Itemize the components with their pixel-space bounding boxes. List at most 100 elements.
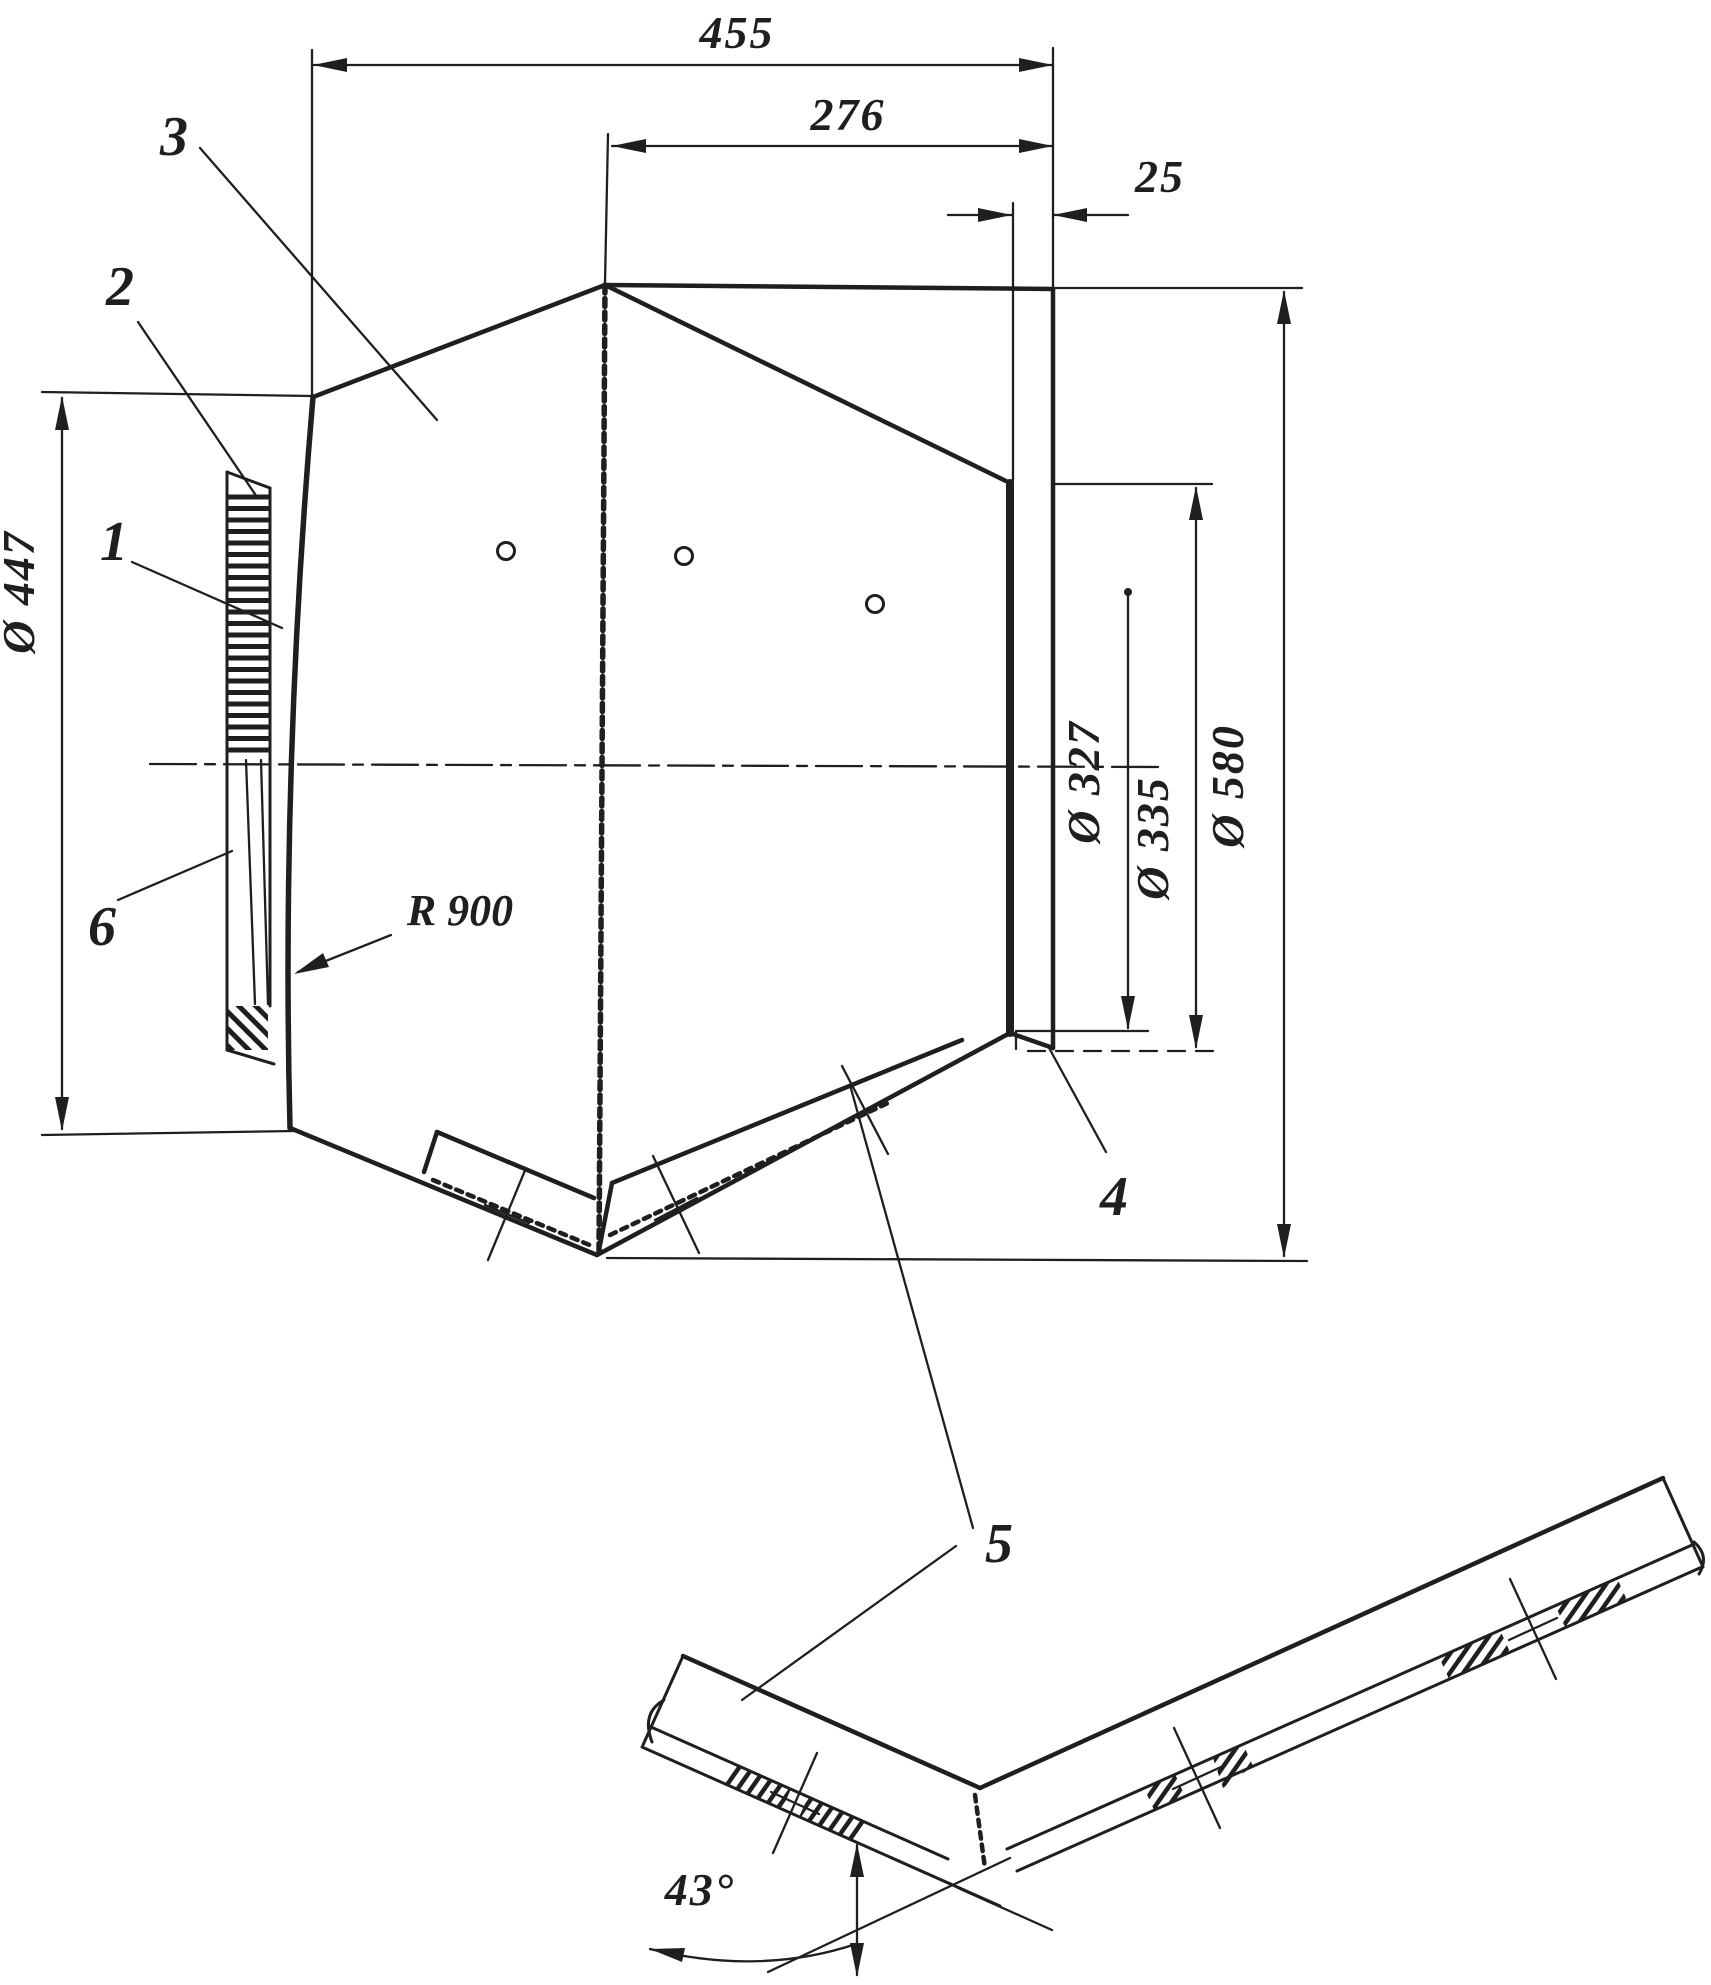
arrow-down-icon: [1121, 996, 1135, 1030]
left-bracket-top-edge: [434, 1129, 597, 1201]
detail-right-hatch-a2: [1213, 1744, 1253, 1788]
strip-thread-hatch: [228, 492, 269, 756]
callout4-leader: [1046, 1044, 1108, 1154]
rim-top-edge: [602, 282, 1056, 292]
detail-right-hatch-b2: [1555, 1578, 1627, 1627]
callout5-leader-down: [740, 1544, 958, 1702]
arrow-left-icon: [650, 1948, 685, 1962]
strip-top-cap: [225, 470, 272, 490]
callout-4: 4: [1099, 1166, 1128, 1228]
left-clamp-bracket: [421, 1129, 597, 1262]
arrow-up-icon: [1277, 290, 1291, 324]
arrow-left-icon: [612, 139, 646, 153]
strip-bottom-hatch-block: [227, 1006, 268, 1050]
callouts: 3 2 1 6 4 5: [88, 106, 1128, 1702]
rim-hole-1: [496, 541, 516, 561]
dim-276: 276: [603, 89, 1055, 285]
detail-right-bottom-edge: [1015, 1565, 1704, 1873]
detail-right-top-edge: [977, 1475, 1666, 1791]
strip-inner-line-b: [259, 758, 270, 1006]
r900-text: R 900: [406, 886, 513, 935]
arrow-left-icon: [294, 953, 329, 974]
detail-left-bolt-short: [769, 1790, 821, 1816]
detail-right-hatch-a1: [1144, 1774, 1185, 1810]
dim-447: Ø 447: [0, 390, 315, 1137]
detail-right-end-curl: [1692, 1540, 1705, 1576]
dim-25: 25: [946, 151, 1185, 483]
dim-335: Ø 335: [1026, 482, 1224, 1053]
arrow-down-icon: [1277, 1224, 1291, 1258]
strip-inner-line-a: [244, 758, 257, 1006]
right-bolt2-centerline-short: [842, 1097, 888, 1123]
rim-left-edge-r900-curve: [285, 394, 316, 1131]
right-bracket-top-edge: [609, 1037, 965, 1186]
dim-327: Ø 327: [1014, 588, 1150, 1051]
detail-left-hatch-a: [725, 1764, 791, 1809]
horizontal-centerline: [148, 762, 1164, 769]
right-bracket-weld-stitch: [607, 1099, 893, 1238]
dim447-bottom-ref: [40, 1129, 297, 1137]
bracket-detail-view: [640, 1475, 1705, 1908]
detail-left-end-curl: [647, 1698, 666, 1744]
arrow-right-icon: [1019, 139, 1053, 153]
rim-center-weld-seam: [596, 282, 608, 1256]
arrow-right-icon: [978, 208, 1012, 222]
dim447-top-ref: [40, 390, 315, 398]
dim276-left-ext: [603, 132, 610, 285]
detail-right-end-cap: [1661, 1476, 1705, 1569]
arrow-down-icon: [850, 1943, 864, 1977]
rim-top-right-cone-edge: [602, 282, 1013, 486]
dim-angle-43: 43°: [648, 1843, 1054, 1977]
detail-right-bolt2-short: [1507, 1616, 1559, 1642]
rim-bottom-right-corner: [1007, 1030, 1056, 1051]
callout-5: 5: [985, 1513, 1013, 1575]
left-bead-strip: [225, 470, 276, 1066]
rim-top-left-edge: [310, 282, 608, 400]
arrow-up-icon: [850, 1843, 864, 1877]
detail-left-top-edge: [680, 1653, 983, 1791]
dim25-text: 25: [1134, 151, 1185, 202]
dim335-text: Ø 335: [1127, 776, 1178, 901]
left-bracket-end-cap: [421, 1129, 440, 1175]
callout-2: 2: [105, 256, 134, 318]
dim580-bottom-ref: [605, 1256, 1309, 1263]
callout-3: 3: [159, 106, 188, 168]
left-bolt-centerline-short: [483, 1203, 531, 1225]
arrow-up-icon: [55, 396, 69, 430]
arrow-down-icon: [55, 1097, 69, 1131]
right-bolt1-centerline-long: [651, 1154, 701, 1255]
rim-bottom-left-edge: [287, 1125, 600, 1258]
dim447-text: Ø 447: [0, 530, 44, 655]
arrow-left-icon: [313, 58, 347, 72]
dim580-text: Ø 580: [1202, 724, 1253, 849]
rim-hole-2: [674, 546, 694, 566]
detail-right-bolt1-short: [1171, 1765, 1223, 1791]
callout3-leader: [198, 146, 439, 422]
strip-bottom-cap: [225, 1048, 276, 1066]
right-bolt1-centerline-short: [653, 1196, 699, 1222]
dim276-text: 276: [810, 89, 886, 140]
arrow-right-icon: [1019, 58, 1053, 72]
arrow-left-icon: [1053, 208, 1087, 222]
detail-left-hatch-b: [799, 1797, 865, 1842]
arrow-down-icon: [1189, 1015, 1203, 1049]
angle-ref-line-right-arm-ext: [766, 1856, 1012, 1974]
right-bracket-end-cap: [597, 1180, 615, 1248]
callout-1: 1: [100, 511, 128, 573]
callout-6: 6: [88, 896, 116, 958]
callout5-leader-up: [848, 1083, 975, 1530]
dim327-line-start-dot: [1124, 588, 1132, 596]
detail-right-hatch-b1: [1439, 1630, 1510, 1679]
angle-ref-line-left-arm-ext: [956, 1886, 1054, 1932]
angle43-text: 43°: [664, 1864, 735, 1915]
dim455-text: 455: [699, 7, 775, 58]
left-bracket-weld-stitch: [430, 1177, 595, 1249]
dim327-text: Ø 327: [1058, 720, 1109, 845]
detail-knee-weld-stitch: [972, 1792, 988, 1871]
dim-455: 455: [310, 7, 1055, 397]
right-clamp-bracket: [597, 1037, 965, 1255]
rim-hole-3: [865, 594, 885, 614]
dim-580: Ø 580: [605, 286, 1309, 1263]
